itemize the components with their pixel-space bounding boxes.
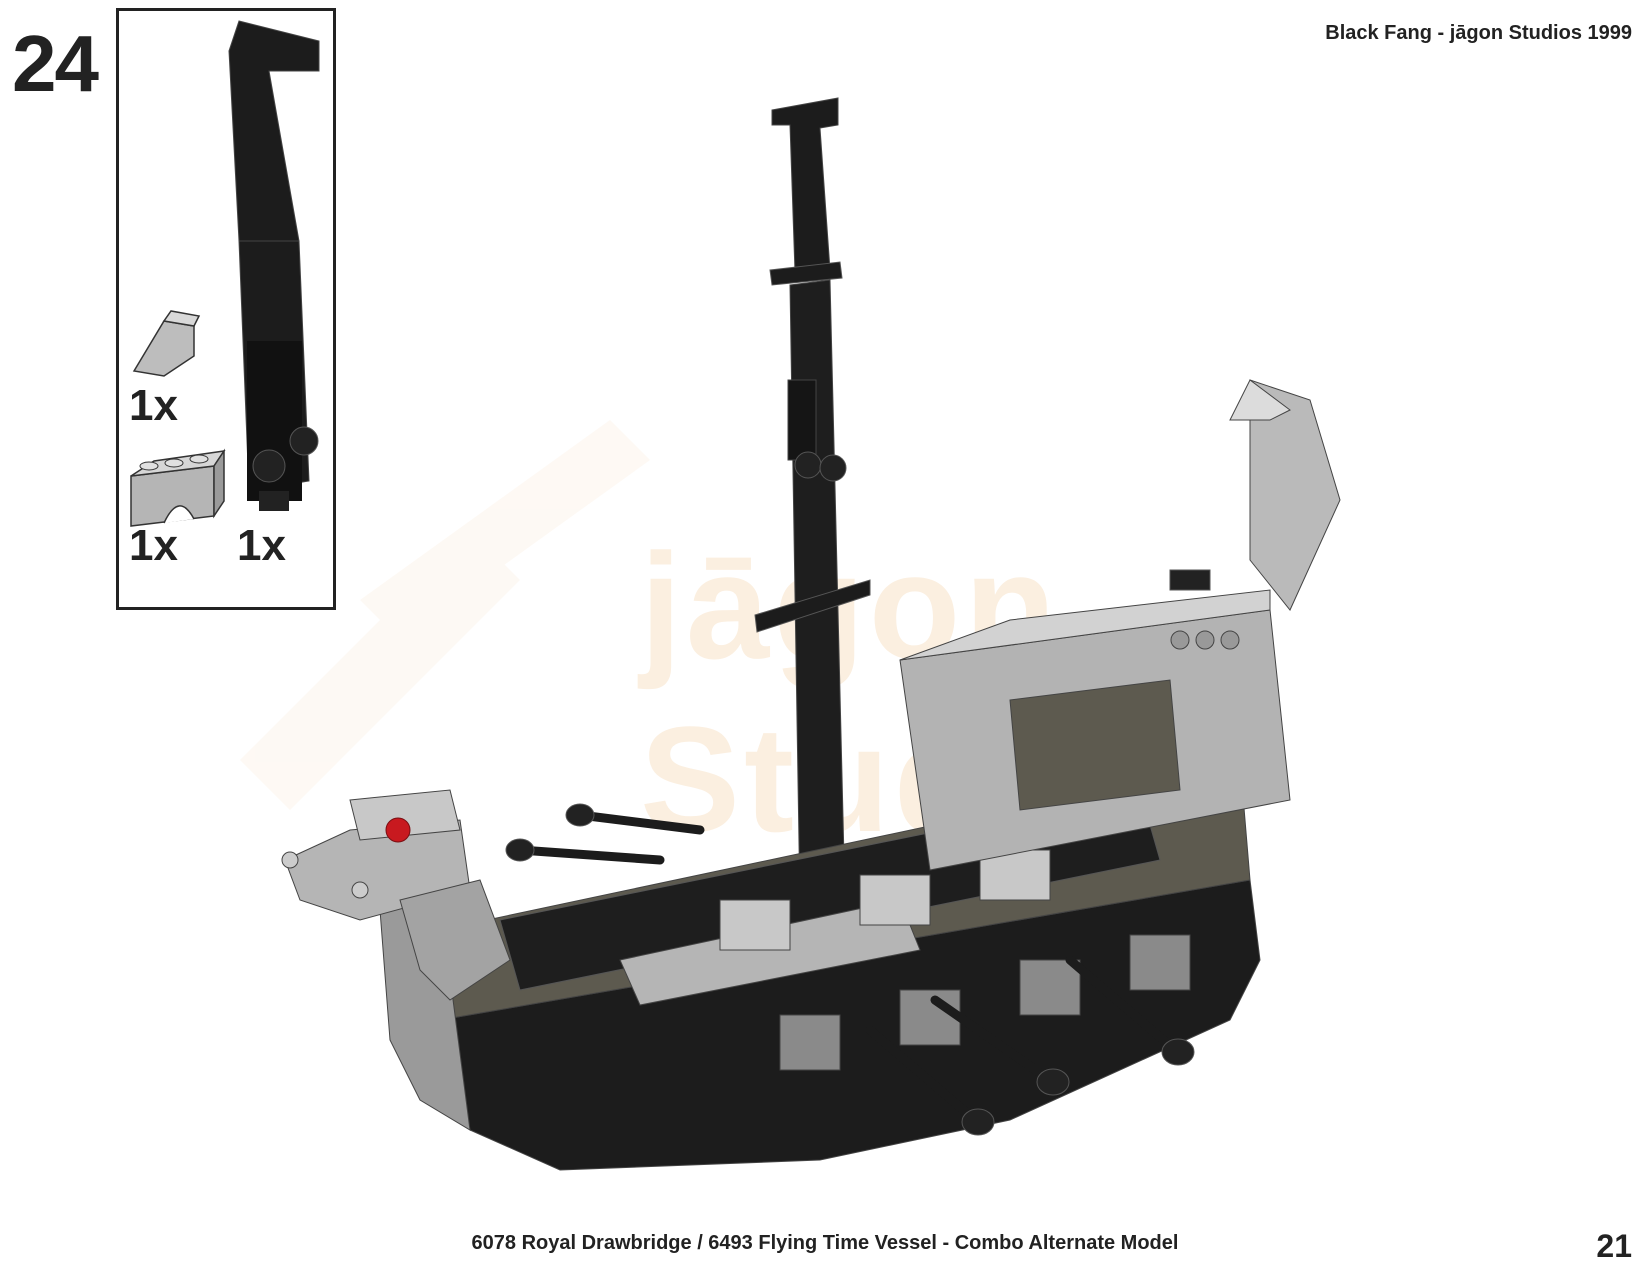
parts-illustrations <box>130 20 320 527</box>
arch-brick-icon <box>130 448 226 527</box>
ship-bow <box>281 789 511 1001</box>
oar-handles <box>505 803 1195 1136</box>
header-title: Black Fang - jāgon Studios 1999 <box>1325 22 1632 44</box>
red-flower-icon <box>385 817 411 843</box>
step-number: 24 <box>12 19 99 108</box>
page-number: 21 <box>1596 1228 1632 1264</box>
oars <box>515 810 1180 1125</box>
mast-part-icon <box>228 20 320 511</box>
footer-title: 6078 Royal Drawbridge / 6493 Flying Time… <box>471 1232 1179 1254</box>
arch-brick-quantity: 1x <box>129 521 178 570</box>
slope-brick-quantity: 1x <box>129 381 178 430</box>
stern-castle <box>899 379 1341 871</box>
main-mast <box>754 97 871 906</box>
watermark-logo <box>240 420 650 810</box>
slope-brick-icon <box>132 310 201 377</box>
parts-list-box: 1x 1x 1x <box>116 8 336 610</box>
mast-part-quantity: 1x <box>237 521 286 570</box>
